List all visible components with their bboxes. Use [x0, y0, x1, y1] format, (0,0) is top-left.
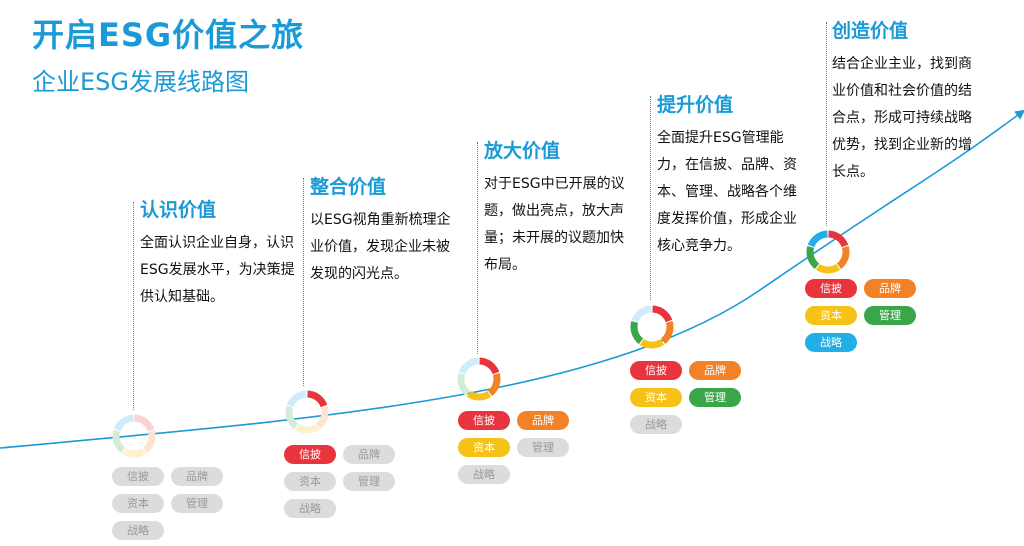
stage-title: 整合价值 [310, 176, 387, 198]
tag-pill: 信披 [284, 445, 336, 464]
tag-pill: 品牌 [171, 467, 223, 486]
tag-pill: 品牌 [864, 279, 916, 298]
stage-title: 放大价值 [484, 140, 561, 162]
stage-tags: 信披品牌资本管理战略 [284, 443, 459, 524]
donut-segment [660, 320, 674, 345]
stage-tags: 信披品牌资本管理战略 [458, 409, 633, 490]
donut-segment [294, 423, 320, 434]
stage-title: 认识价值 [140, 199, 217, 221]
donut-segment [315, 405, 329, 430]
tag-pill: 管理 [517, 438, 569, 457]
donut-segment [307, 390, 328, 408]
donut-segment [121, 447, 147, 458]
tag-pill: 信披 [112, 467, 164, 486]
donut-segment [458, 357, 479, 375]
tag-pill: 信披 [630, 361, 682, 380]
donut-segment [836, 245, 850, 270]
stage-description: 结合企业主业，找到商业价值和社会价值的结合点，形成可持续战略优势，找到企业新的增… [832, 56, 972, 180]
tag-pill: 品牌 [517, 411, 569, 430]
donut-segment [828, 230, 849, 248]
stage-donut [457, 357, 501, 401]
tag-pill: 战略 [284, 499, 336, 518]
tag-pill: 资本 [805, 306, 857, 325]
stage-donut [630, 305, 674, 349]
stage-connector [826, 22, 827, 226]
donut-segment [142, 429, 156, 454]
tag-pill: 资本 [284, 472, 336, 491]
donut-segment [134, 414, 155, 432]
stage-title: 提升价值 [657, 94, 734, 116]
tag-pill: 战略 [630, 415, 682, 434]
donut-segment [286, 390, 307, 408]
roadmap-curve [0, 109, 1024, 449]
stage-tags: 信披品牌资本管理战略 [112, 465, 287, 546]
tag-pill: 品牌 [343, 445, 395, 464]
donut-segment [479, 357, 500, 375]
tag-pill: 管理 [343, 472, 395, 491]
tag-pill: 战略 [112, 521, 164, 540]
stage-connector [133, 202, 134, 410]
donut-segment [639, 338, 665, 349]
stage-title: 创造价值 [832, 20, 909, 42]
donut-segment [815, 263, 841, 274]
roadmap-curve-line [0, 109, 1024, 449]
stage-description: 对于ESG中已开展的议题，做出亮点，放大声量；未开展的议题加快布局。 [484, 176, 625, 273]
stage-donut [285, 390, 329, 434]
stage-donut [806, 230, 850, 274]
tag-pill: 管理 [864, 306, 916, 325]
stage-connector [477, 142, 478, 354]
donut-segment [466, 390, 492, 401]
stage-2: 整合价值 以ESG视角重新梳理企业价值，发现企业未被发现的闪光点。 [310, 172, 455, 288]
tag-pill: 资本 [458, 438, 510, 457]
stage-tags: 信披品牌资本管理战略 [805, 277, 980, 358]
stage-1: 认识价值 全面认识企业自身，认识ESG发展水平，为决策提供认知基础。 [140, 195, 300, 311]
tag-pill: 品牌 [689, 361, 741, 380]
tag-pill: 信披 [458, 411, 510, 430]
tag-pill: 管理 [689, 388, 741, 407]
tag-pill: 管理 [171, 494, 223, 513]
donut-segment [487, 372, 501, 397]
donut-segment [457, 372, 471, 397]
stage-3: 放大价值 对于ESG中已开展的议题，做出亮点，放大声量；未开展的议题加快布局。 [484, 136, 629, 279]
donut-segment [652, 305, 673, 323]
stage-4: 提升价值 全面提升ESG管理能力，在信披、品牌、资本、管理、战略各个维度发挥价值… [657, 90, 807, 260]
donut-segment [285, 405, 299, 430]
stage-description: 全面提升ESG管理能力，在信披、品牌、资本、管理、战略各个维度发挥价值，形成企业… [657, 130, 797, 254]
stage-5: 创造价值 结合企业主业，找到商业价值和社会价值的结合点，形成可持续战略优势，找到… [832, 16, 980, 186]
donut-segment [112, 429, 126, 454]
page-subtitle: 企业ESG发展线路图 [32, 68, 249, 96]
donut-segment [806, 245, 820, 270]
donut-segment [631, 305, 652, 323]
tag-pill: 战略 [458, 465, 510, 484]
donut-segment [807, 230, 828, 248]
tag-pill: 战略 [805, 333, 857, 352]
stage-description: 以ESG视角重新梳理企业价值，发现企业未被发现的闪光点。 [310, 212, 451, 282]
tag-pill: 信披 [805, 279, 857, 298]
stage-description: 全面认识企业自身，认识ESG发展水平，为决策提供认知基础。 [140, 235, 295, 305]
stage-tags: 信披品牌资本管理战略 [630, 359, 805, 440]
page-title: 开启ESG价值之旅 [32, 16, 305, 54]
stage-connector [303, 178, 304, 386]
donut-segment [630, 320, 644, 345]
tag-pill: 资本 [112, 494, 164, 513]
stage-connector [650, 96, 651, 300]
donut-segment [113, 414, 134, 432]
tag-pill: 资本 [630, 388, 682, 407]
stage-donut [112, 414, 156, 458]
